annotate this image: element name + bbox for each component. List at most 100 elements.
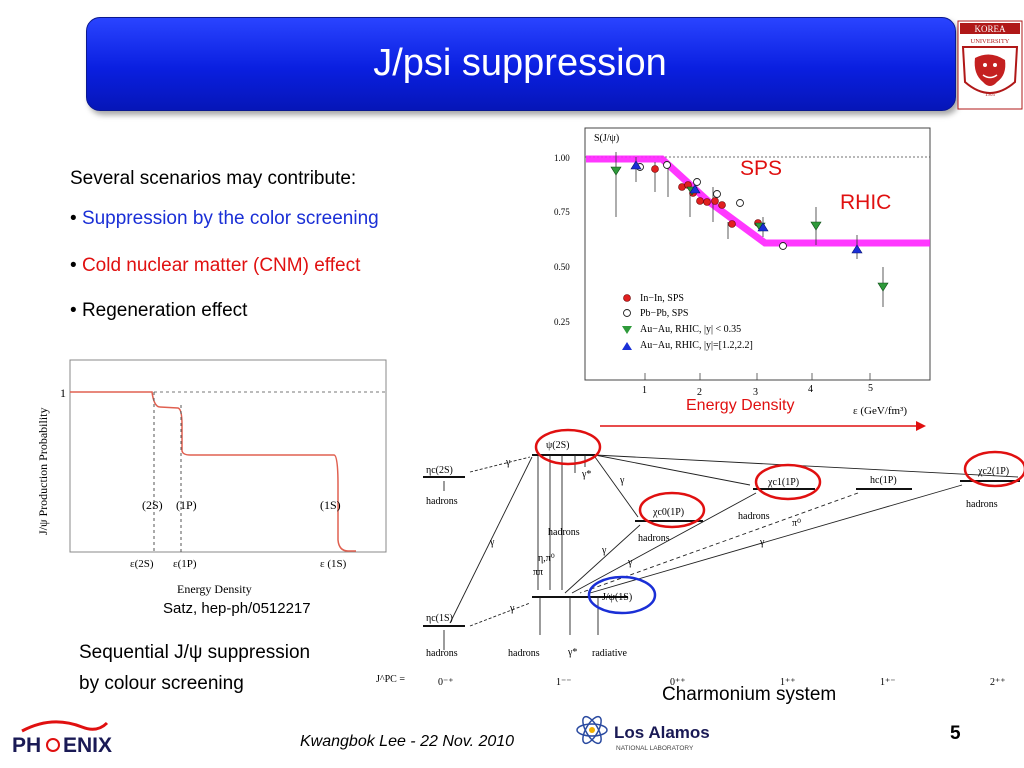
sps-label: SPS — [740, 157, 783, 180]
y-tick: 0.25 — [554, 317, 570, 327]
chart-y-label: S(J/ψ) — [594, 133, 619, 144]
state-chi-c1: χc1(1P) — [767, 477, 799, 488]
state-label-2s: (2S) — [142, 498, 163, 512]
energy-density-label: Energy Density — [686, 397, 795, 414]
intro-text: Several scenarios may contribute: — [70, 168, 357, 189]
figure-caption-line2: by colour screening — [79, 673, 244, 694]
jpc-value: 1⁺⁺ — [780, 677, 796, 688]
pi0-label: π⁰ — [792, 518, 801, 529]
legend-in-in: In−In, SPS — [640, 293, 684, 304]
gamma-label: γ — [759, 537, 765, 548]
bullet-text: Suppression by the color screening — [81, 208, 379, 229]
phenix-left: PH — [12, 734, 41, 757]
los-alamos-sub: NATIONAL LABORATORY — [616, 745, 694, 752]
gamma-label: γ — [505, 457, 511, 468]
highlight-chi-c2 — [963, 450, 1024, 488]
y-tick: 0.75 — [554, 207, 570, 217]
jpc-value: 1⁻⁻ — [556, 677, 572, 688]
x-axis-label: Energy Density — [177, 582, 252, 596]
title-banner — [86, 17, 956, 111]
x-tick: 3 — [753, 387, 758, 398]
page-number: 5 — [950, 723, 961, 744]
citation: Satz, hep-ph/0512217 — [163, 600, 311, 617]
y-tick: 1 — [60, 386, 66, 400]
pipi-label: ππ — [533, 567, 543, 578]
x-tick: 4 — [808, 384, 813, 395]
gamma-star-label: γ* — [581, 469, 591, 480]
y-axis-label: J/ψ Production Probability — [36, 407, 50, 535]
highlight-psi-2s — [534, 428, 602, 466]
bullet-text: Regeneration effect — [81, 300, 248, 321]
jpc-value: 2⁺⁺ — [990, 677, 1006, 688]
los-alamos-logo: Los Alamos NATIONAL LABORATORY — [570, 704, 720, 754]
chart-x-label: ε (GeV/fm³) — [853, 405, 907, 417]
korea-university-logo: KOREA UNIVERSITY 1905 — [957, 20, 1023, 110]
state-h-c: hc(1P) — [870, 475, 897, 486]
gamma-label: γ — [509, 603, 515, 614]
sequential-suppression-figure: J/ψ Production Probability 1 (2S) (1P) (… — [36, 359, 387, 596]
hadrons-label: hadrons — [426, 496, 458, 507]
gamma-star-label: γ* — [567, 647, 577, 658]
bullet-symbol: • — [70, 208, 77, 229]
state-psi-2s: ψ(2S) — [546, 440, 569, 451]
x-tick-2s: ε(2S) — [130, 558, 154, 570]
gamma-label: γ — [489, 537, 495, 548]
x-tick: 5 — [868, 383, 873, 394]
legend-pb-pb: Pb−Pb, SPS — [640, 308, 688, 319]
jpc-label: J^PC = — [376, 674, 405, 685]
gamma-label: γ — [601, 545, 607, 556]
x-tick-1s: ε (1S) — [320, 558, 347, 570]
state-label-1p: (1P) — [176, 498, 197, 512]
state-eta-c-2s: ηc(2S) — [426, 465, 453, 476]
charmonium-diagram: ηc(2S) ψ(2S) χc0(1P) χc1(1P) hc(1P) χc2(… — [376, 428, 1024, 688]
highlight-chi-c0 — [638, 491, 706, 529]
bullet-item: • Suppression by the color screening — [70, 208, 379, 230]
korea-year: 1905 — [985, 93, 996, 98]
figure-caption-line1: Sequential J/ψ suppression — [79, 642, 311, 663]
bullet-text: Cold nuclear matter (CNM) effect — [81, 255, 361, 276]
slide-title: J/psi suppression — [373, 42, 667, 84]
jpc-value: 1⁺⁻ — [880, 677, 896, 688]
gamma-label: γ — [627, 557, 633, 568]
radiative-label: radiative — [592, 648, 628, 659]
gamma-label: γ — [619, 475, 625, 486]
rhic-label: RHIC — [840, 191, 892, 214]
hadrons-label: hadrons — [508, 648, 540, 659]
production-curve — [70, 391, 356, 552]
jpc-value: 0⁻⁺ — [438, 677, 454, 688]
state-label-1s: (1S) — [320, 498, 341, 512]
state-chi-c0: χc0(1P) — [652, 507, 684, 518]
highlight-jpsi — [587, 575, 657, 615]
state-jpsi: J/ψ(1S) — [602, 592, 632, 603]
phenix-right: ENIX — [63, 734, 112, 757]
hadrons-label: hadrons — [548, 527, 580, 538]
highlight-chi-c1 — [754, 463, 822, 501]
hadrons-label: hadrons — [966, 499, 998, 510]
bullet-item: • Cold nuclear matter (CNM) effect — [70, 255, 360, 277]
y-tick: 1.00 — [554, 153, 570, 163]
eta-pi0-label: η,π⁰ — [538, 553, 555, 564]
bullet-item: • Regeneration effect — [70, 300, 247, 322]
korea-word: KOREA — [975, 24, 1006, 34]
state-eta-c-1s: ηc(1S) — [426, 613, 453, 624]
x-tick-1p: ε(1P) — [173, 558, 197, 570]
bullet-symbol: • — [70, 255, 77, 276]
legend-au-au-mid: Au−Au, RHIC, |y| < 0.35 — [640, 324, 741, 335]
suppression-chart: S(J/ψ) 1.00 0.75 0.50 0.25 — [554, 127, 931, 417]
hadrons-label: hadrons — [426, 648, 458, 659]
hadrons-label: hadrons — [638, 533, 670, 544]
state-chi-c2: χc2(1P) — [977, 466, 1009, 477]
energy-arrow — [600, 421, 926, 431]
charmonium-caption: Charmonium system — [662, 684, 837, 705]
jpc-value: 0⁺⁺ — [670, 677, 686, 688]
phenix-logo: PH ENIX — [12, 720, 112, 757]
x-tick: 2 — [697, 387, 702, 398]
bullet-symbol: • — [70, 300, 77, 321]
legend-au-au-fwd: Au−Au, RHIC, |y|=[1.2,2.2] — [640, 340, 753, 351]
footer-text: Kwangbok Lee - 22 Nov. 2010 — [300, 733, 515, 750]
hadrons-label: hadrons — [738, 511, 770, 522]
los-alamos-name: Los Alamos — [614, 723, 710, 742]
university-word: UNIVERSITY — [971, 38, 1010, 45]
y-tick: 0.50 — [554, 262, 570, 272]
x-tick: 1 — [642, 385, 647, 396]
